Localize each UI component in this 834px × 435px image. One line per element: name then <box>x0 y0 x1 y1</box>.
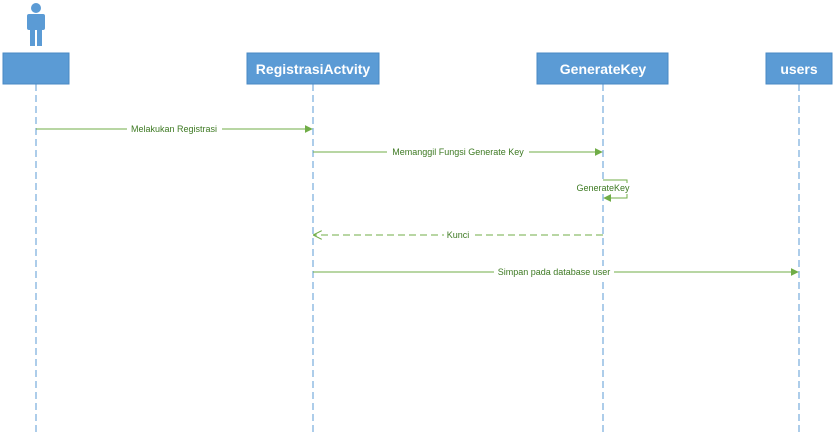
participant-users: users <box>765 52 833 85</box>
svg-text:Memanggil Fungsi Generate Key: Memanggil Fungsi Generate Key <box>392 147 524 157</box>
participant-generatekey: GenerateKey <box>536 52 669 85</box>
svg-text:GenerateKey: GenerateKey <box>560 61 647 77</box>
message-memanggil-fungsi: Memanggil Fungsi Generate Key <box>313 146 603 158</box>
message-simpan-database: Simpan pada database user <box>313 266 799 278</box>
message-kunci-return: Kunci <box>314 229 603 241</box>
svg-text:RegistrasiActvity: RegistrasiActvity <box>256 61 371 77</box>
svg-text:Simpan pada database user: Simpan pada database user <box>498 267 611 277</box>
svg-text:Melakukan Registrasi: Melakukan Registrasi <box>131 124 217 134</box>
participant-actor <box>2 52 70 85</box>
svg-text:users: users <box>780 61 818 77</box>
participant-registrasi-activity: RegistrasiActvity <box>246 52 380 85</box>
message-generatekey-self: GenerateKey <box>574 179 632 202</box>
message-melakukan-registrasi: Melakukan Registrasi <box>36 123 313 135</box>
svg-text:Kunci: Kunci <box>447 230 470 240</box>
actor-figure-icon <box>27 3 45 46</box>
svg-text:GenerateKey: GenerateKey <box>576 183 630 193</box>
